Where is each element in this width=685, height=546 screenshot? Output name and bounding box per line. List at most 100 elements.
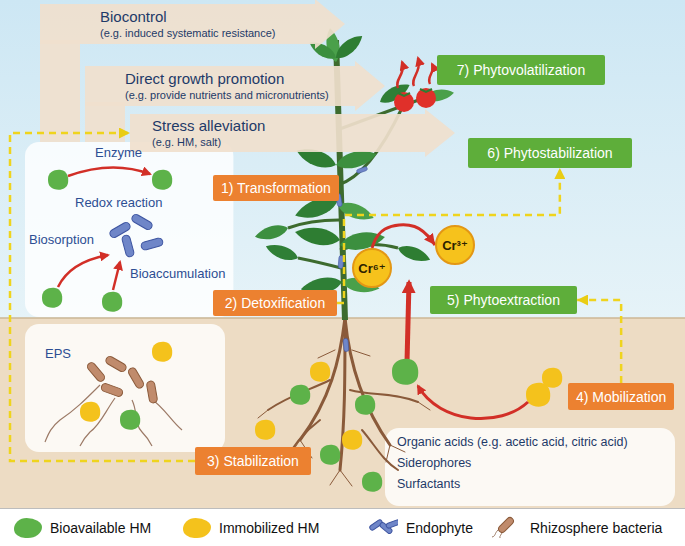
mechanism-panel: Organic acids (e.g. acetic acid, citric … — [385, 428, 675, 506]
sky — [0, 0, 685, 320]
arrow-label: Biocontrol — [100, 8, 167, 26]
stabilization-illustration — [86, 361, 106, 383]
endophyte-symbol — [369, 519, 398, 534]
tomato — [398, 89, 432, 96]
legend-item: Bioavailable HM — [14, 509, 151, 546]
arrow-label: Direct growth promotion — [125, 70, 284, 88]
panel-label: Redox reaction — [75, 195, 162, 211]
transformation-illustration — [42, 288, 62, 308]
ion-label: Cr⁶⁺ — [358, 261, 385, 276]
reduction-arrow — [372, 225, 435, 248]
legend-swatch — [183, 518, 211, 538]
transformation-illustration — [113, 262, 120, 290]
volatilization-arrow — [413, 58, 419, 86]
box-label: 4) Mobilization — [576, 389, 666, 405]
soil-heavy-metal — [542, 368, 562, 388]
soil-heavy-metal — [362, 472, 382, 492]
volatilization-arrow — [429, 64, 433, 84]
benefit-arrow-stem — [85, 102, 125, 142]
stabilization-illustration — [80, 398, 115, 446]
transformation-illustration — [48, 170, 68, 190]
stabilization-illustration — [120, 410, 140, 430]
arrow-label: Stress alleviation — [152, 117, 265, 135]
mechanism-panel: EnzymeRedox reactionBiosorptionBioaccumu… — [25, 142, 233, 317]
soil-heavy-metal — [310, 362, 330, 382]
stabilization-illustration — [80, 402, 100, 422]
soil-heavy-metal — [342, 430, 362, 450]
box-label: 3) Stabilization — [207, 453, 299, 469]
box-label: 6) Phytostabilization — [487, 145, 612, 161]
benefit-arrow: Biocontrol(e.g. induced systematic resis… — [40, 4, 345, 44]
stabilization-illustration — [127, 366, 145, 389]
legend-label: Rhizosphere bacteria — [530, 520, 662, 536]
roots — [300, 318, 345, 440]
plant — [396, 242, 432, 265]
plant — [253, 222, 289, 243]
transformation-illustration — [140, 237, 163, 250]
phyto-box: 6) Phytostabilization — [468, 138, 632, 168]
transformation-illustration — [108, 213, 163, 258]
panel-ground — [25, 324, 225, 452]
soil-heavy-metal — [290, 385, 310, 405]
panel-label: Enzyme — [95, 145, 142, 161]
benefit-arrow-shape — [85, 61, 385, 111]
stabilization-illustration — [86, 355, 158, 403]
process-box: 2) Detoxification — [213, 290, 337, 316]
volatilization-arrow — [397, 58, 433, 88]
benefit-arrow: Stress alleviation(e.g. HM, salt) — [130, 114, 455, 152]
volatilization-arrow — [397, 62, 403, 88]
box-label: 5) Phytoextraction — [447, 292, 560, 308]
box-label: 2) Detoxification — [225, 295, 325, 311]
panel-label: EPS — [45, 346, 71, 362]
legend-item: Rhizosphere bacteria — [490, 509, 662, 546]
pathway-connector — [337, 168, 560, 303]
box-label: 7) Phytovolatilization — [457, 62, 585, 78]
legend-symbol — [366, 516, 398, 540]
legend: Bioavailable HM Immobilized HM Endophyte Rh… — [0, 508, 685, 546]
panel-label: Bioaccumulation — [130, 266, 225, 282]
transformation-illustration — [102, 292, 122, 312]
phytoextraction-arrow — [407, 282, 409, 362]
roots — [362, 430, 398, 470]
legend-label: Immobilized HM — [219, 520, 319, 536]
legend-item: Endophyte — [366, 509, 473, 546]
arrow-label: (e.g. induced systematic resistance) — [100, 26, 275, 40]
panel-label: Surfactants — [397, 476, 460, 492]
soil-heavy-metal — [255, 420, 275, 440]
soil — [0, 318, 685, 510]
roots — [345, 318, 390, 445]
panel-ground — [25, 142, 233, 317]
transformation-illustration — [152, 170, 172, 190]
benefit-arrow: Direct growth promotion(e.g. provide nut… — [85, 66, 385, 106]
stabilization-illustration — [45, 342, 182, 446]
arrow-label: (e.g. provide nutrients and micronutrien… — [125, 88, 329, 102]
plant — [332, 31, 366, 63]
tomato — [394, 88, 436, 112]
arrow-label: (e.g. HM, salt) — [152, 135, 221, 149]
legend-item: Immobilized HM — [183, 509, 319, 546]
pathway-connector — [10, 133, 195, 461]
stabilization-illustration — [100, 382, 123, 397]
process-box: 4) Mobilization — [568, 383, 674, 410]
rhizobacteria-symbol — [497, 516, 515, 534]
panel-label: Siderophores — [397, 455, 471, 471]
stabilization-illustration — [152, 342, 172, 362]
legend-swatch — [14, 518, 42, 538]
phyto-box: 5) Phytoextraction — [430, 286, 577, 314]
soil-heavy-metal — [355, 395, 375, 415]
process-box: 1) Transformation — [213, 175, 339, 201]
phyto-box: 7) Phytovolatilization — [437, 55, 605, 85]
soil-heavy-metal — [320, 445, 340, 465]
panel-label: Biosorption — [29, 232, 94, 248]
benefit-arrow-shape — [130, 109, 455, 157]
process-box: 3) Stabilization — [195, 447, 311, 475]
soil-heavy-metal — [392, 359, 418, 385]
mobilization-arrow — [418, 386, 528, 419]
benefit-arrow-stem — [40, 40, 80, 142]
chromium-ion: Cr³⁺ — [435, 225, 475, 265]
panel-label: Organic acids (e.g. acetic acid, citric … — [397, 434, 628, 450]
roots — [268, 380, 330, 410]
transformation-illustration — [68, 167, 150, 176]
